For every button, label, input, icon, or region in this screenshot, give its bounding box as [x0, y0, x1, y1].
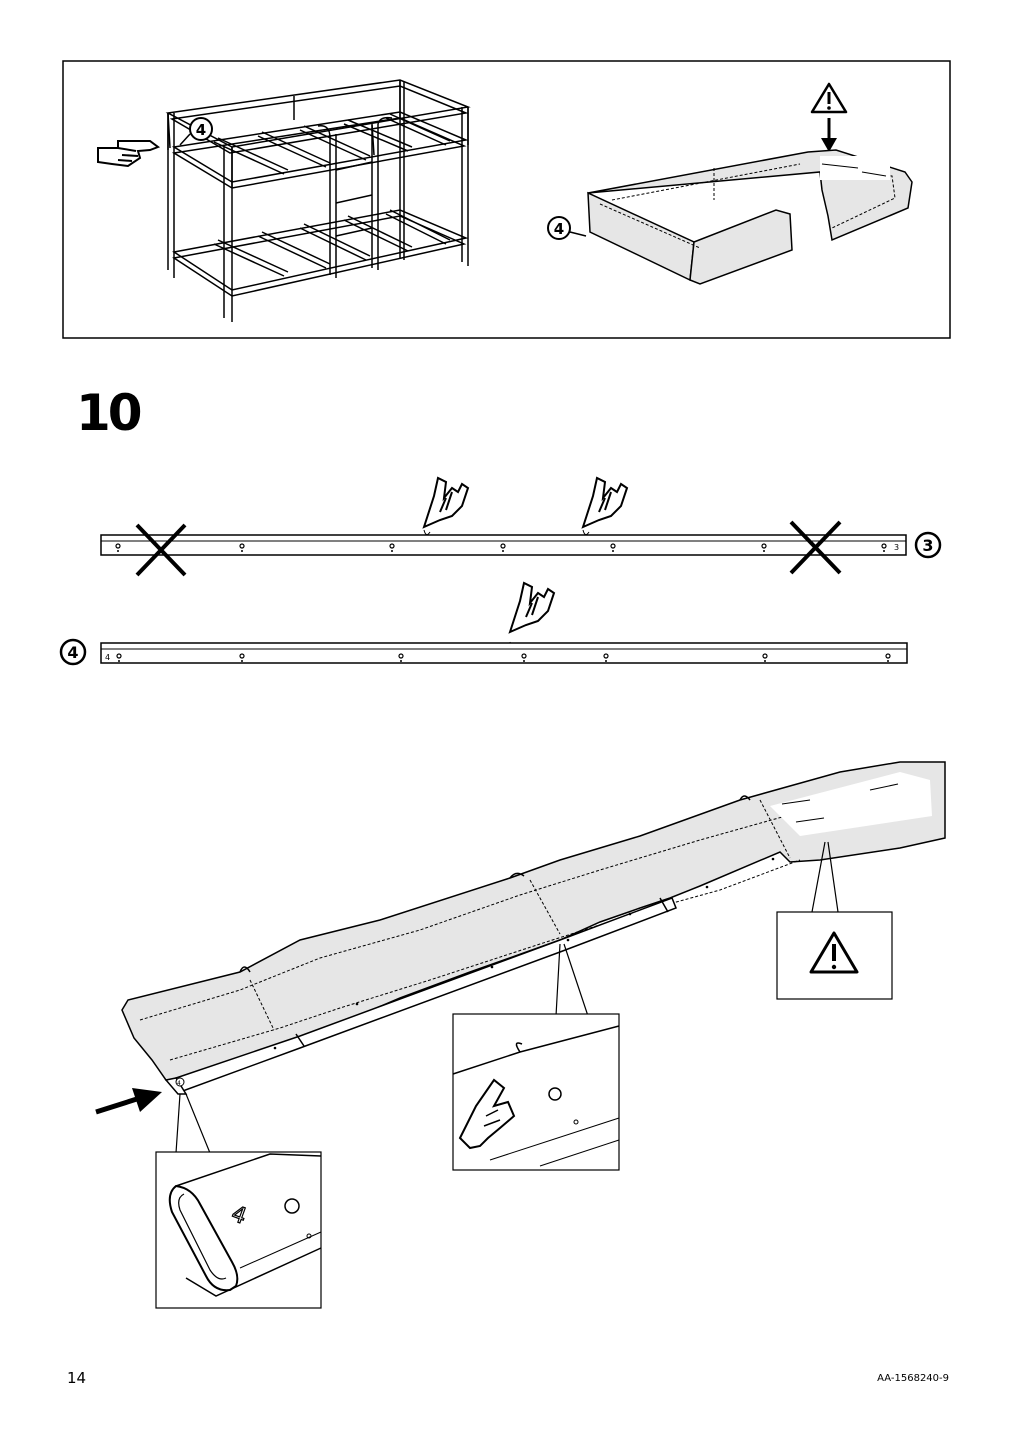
hole-detail-callout — [452, 943, 620, 1171]
svg-text:3: 3 — [894, 543, 899, 552]
rail-part-3: 3 — [100, 534, 907, 556]
pointing-hand-icon — [97, 140, 161, 168]
finger-press-icon — [508, 581, 556, 634]
bed-callout-badge: 4 — [179, 117, 213, 146]
rail-end-detail-callout: 4 — [155, 1093, 322, 1309]
document-code: AA-1568240-9 — [877, 1373, 949, 1384]
svg-text:4: 4 — [554, 220, 564, 238]
warning-callout — [776, 841, 893, 1000]
step-number: 10 — [76, 384, 143, 442]
finger-press-icon — [581, 476, 629, 529]
bumper-callout-badge: 4 — [547, 216, 587, 240]
warning-icon — [810, 82, 848, 114]
insert-arrow-icon — [95, 1088, 162, 1115]
page-number: 14 — [67, 1369, 87, 1387]
part-4-badge: 4 — [59, 638, 87, 666]
svg-text:4: 4 — [196, 121, 206, 139]
rail-part-4: 4 — [100, 642, 908, 664]
bumper-assembly: 4 — [121, 761, 946, 1095]
bumper-frame — [587, 149, 913, 285]
cross-out-icon-right — [789, 520, 842, 575]
svg-text:3: 3 — [922, 536, 933, 555]
svg-text:4: 4 — [105, 653, 110, 662]
down-arrow-icon — [821, 118, 837, 152]
warning-icon — [809, 931, 859, 974]
svg-text:4: 4 — [177, 1080, 181, 1087]
cross-out-icon-left — [135, 523, 187, 577]
part-3-badge: 3 — [914, 531, 942, 559]
bunk-bed-frame — [165, 79, 471, 322]
svg-text:4: 4 — [67, 643, 78, 662]
top-panel-frame — [62, 60, 951, 339]
finger-press-icon — [422, 476, 470, 529]
